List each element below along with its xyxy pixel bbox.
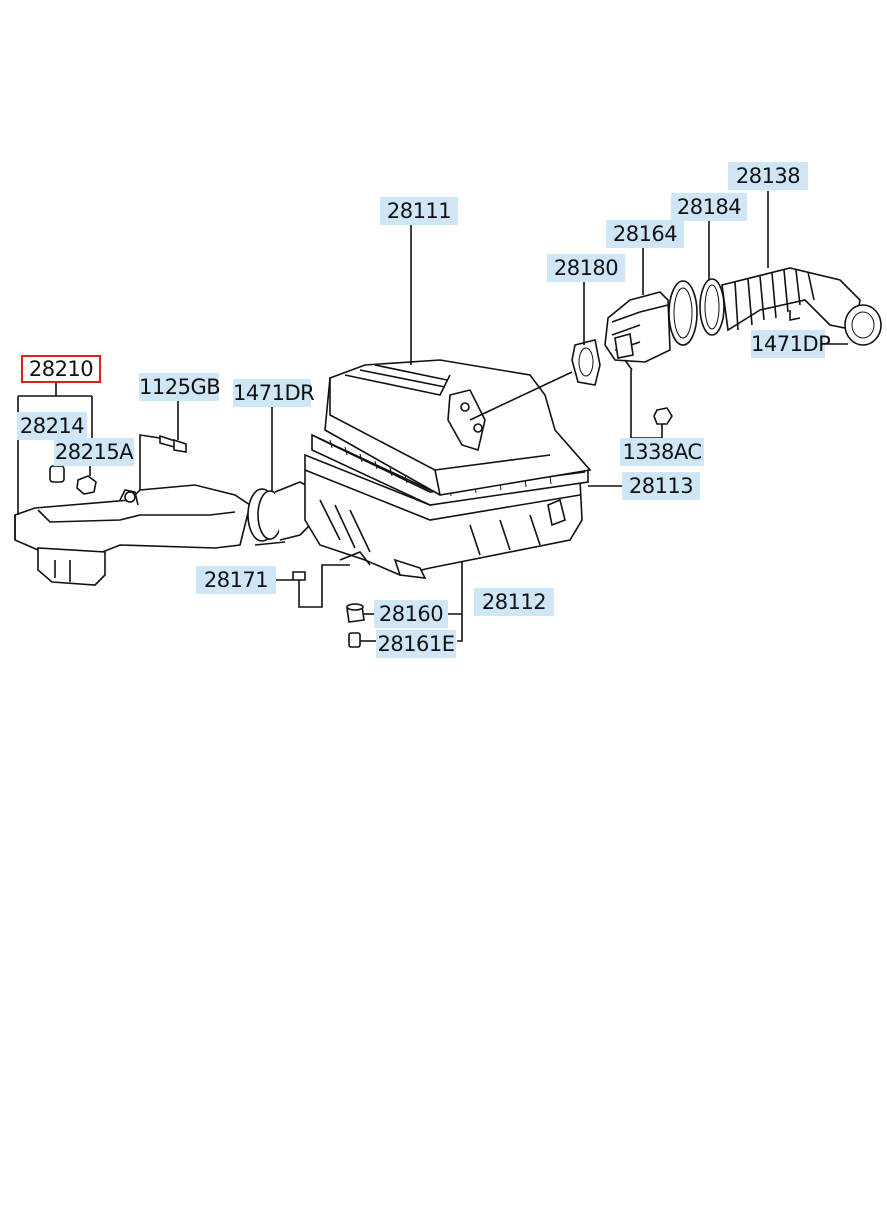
label-28160[interactable]: 28160: [374, 600, 448, 628]
label-28180[interactable]: 28180: [547, 254, 625, 282]
bolt-28171-drawing: [292, 571, 306, 600]
label-28161E[interactable]: 28161E: [376, 630, 456, 658]
label-28111[interactable]: 28111: [380, 197, 458, 225]
label-28214[interactable]: 28214: [17, 412, 87, 440]
label-28164[interactable]: 28164: [606, 220, 684, 248]
label-28171[interactable]: 28171: [196, 566, 276, 594]
label-28138[interactable]: 28138: [728, 162, 808, 190]
sensor-28164-drawing: [604, 291, 671, 371]
hose-28138-drawing: [721, 267, 882, 346]
label-28113[interactable]: 28113: [622, 472, 700, 500]
label-28112[interactable]: 28112: [474, 588, 554, 616]
gasket-28180-drawing: [571, 339, 601, 386]
label-1125GB[interactable]: 1125GB: [139, 373, 221, 401]
leader-lines: [17, 191, 848, 642]
air-cleaner-drawing: [304, 359, 592, 579]
label-28210[interactable]: 28210: [21, 355, 101, 383]
intake-duct-28210-drawing: [14, 434, 251, 586]
clamp-28184-drawing: [668, 278, 725, 346]
label-1471DP[interactable]: 1471DP: [751, 330, 831, 358]
label-28184[interactable]: 28184: [671, 193, 747, 221]
label-1471DR[interactable]: 1471DR: [233, 379, 315, 407]
nut-1338AC-drawing: [653, 407, 673, 425]
label-28215A[interactable]: 28215A: [54, 438, 134, 466]
label-1338AC[interactable]: 1338AC: [620, 438, 704, 466]
insulators-drawing: [346, 603, 365, 648]
